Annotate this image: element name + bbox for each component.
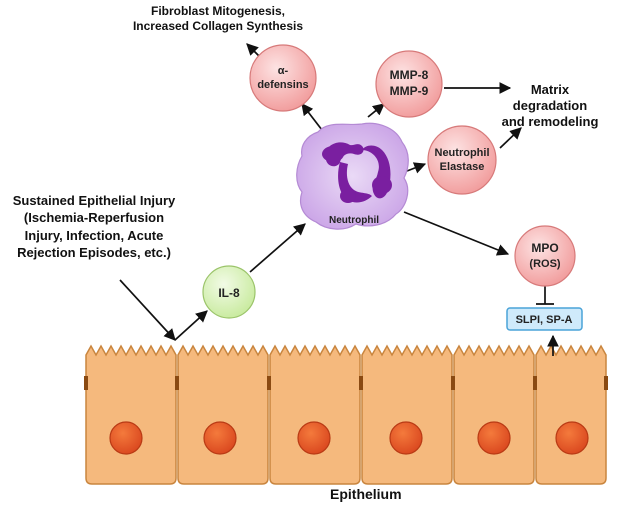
tight-junction: [359, 376, 363, 390]
cell-nucleus: [555, 421, 589, 455]
epithelium-label: Epithelium: [330, 486, 402, 502]
arrow-neutrophil-to-defensins: [301, 103, 323, 131]
arrow-injury-to-epithelium: [119, 279, 176, 341]
defensins-label-2: defensins: [257, 79, 308, 91]
slpi-label: SLPI, SP-A: [516, 314, 573, 326]
matrix-line-2: degradation: [513, 98, 587, 113]
fibroblast-line-2: Increased Collagen Synthesis: [133, 19, 303, 33]
tight-junction: [175, 376, 179, 390]
matrix-text-block: Matrix degradation and remodeling: [502, 82, 599, 129]
mmp-label-2: MMP-9: [390, 84, 429, 98]
arrow-epithelium-to-il8: [174, 310, 208, 341]
injury-text-block: Sustained Epithelial Injury (Ischemia-Re…: [13, 193, 176, 260]
mmp-label-1: MMP-8: [390, 68, 429, 82]
epithelium: [84, 344, 608, 485]
il8-label: IL-8: [218, 286, 240, 300]
matrix-line-1: Matrix: [531, 82, 570, 97]
arrow-il8-to-neutrophil: [249, 223, 306, 273]
cell-nucleus: [389, 421, 423, 455]
injury-line-1: Sustained Epithelial Injury: [13, 193, 176, 208]
mmp-node: MMP-8 MMP-9: [375, 50, 443, 118]
injury-line-3: Injury, Infection, Acute: [25, 228, 164, 243]
elastase-label-2: Elastase: [440, 161, 485, 173]
epithelial-cell: [85, 344, 177, 485]
tight-junction: [267, 376, 271, 390]
epithelial-cell: [177, 344, 269, 485]
injury-line-2: (Ischemia-Reperfusion: [24, 210, 164, 225]
matrix-line-3: and remodeling: [502, 114, 599, 129]
neutrophil-label: Neutrophil: [329, 215, 379, 226]
injury-line-4: Rejection Episodes, etc.): [17, 245, 171, 260]
neutrophil-elastase-node: Neutrophil Elastase: [427, 125, 497, 195]
tight-junction: [533, 376, 537, 390]
epithelial-cell: [453, 344, 535, 485]
il8-node: IL-8: [202, 265, 256, 319]
mpo-node: MPO (ROS): [514, 225, 576, 287]
tight-junction: [451, 376, 455, 390]
tight-junction: [84, 376, 88, 390]
cell-nucleus: [203, 421, 237, 455]
neutrophil-cell: Neutrophil: [296, 122, 409, 230]
mpo-label-2: (ROS): [529, 258, 561, 270]
elastase-label-1: Neutrophil: [435, 147, 490, 159]
cell-nucleus: [109, 421, 143, 455]
fibroblast-line-1: Fibroblast Mitogenesis,: [151, 4, 285, 18]
epithelial-cell: [269, 344, 361, 485]
fibroblast-text-block: Fibroblast Mitogenesis, Increased Collag…: [133, 4, 303, 33]
slpi-box: SLPI, SP-A: [506, 307, 583, 331]
cell-nucleus: [477, 421, 511, 455]
defensins-label-1: α-: [278, 65, 289, 77]
mpo-label-1: MPO: [531, 241, 558, 255]
epithelial-cell: [535, 344, 607, 485]
arrow-neutrophil-to-mmp: [367, 103, 385, 118]
defensins-node: α- defensins: [249, 44, 317, 112]
arrow-neutrophil-to-mpo: [403, 211, 510, 256]
epithelial-cell: [361, 344, 453, 485]
tight-junction: [604, 376, 608, 390]
arrow-elastase-to-matrix: [499, 127, 522, 149]
cell-nucleus: [297, 421, 331, 455]
arrow-neutrophil-to-elastase: [406, 162, 427, 174]
